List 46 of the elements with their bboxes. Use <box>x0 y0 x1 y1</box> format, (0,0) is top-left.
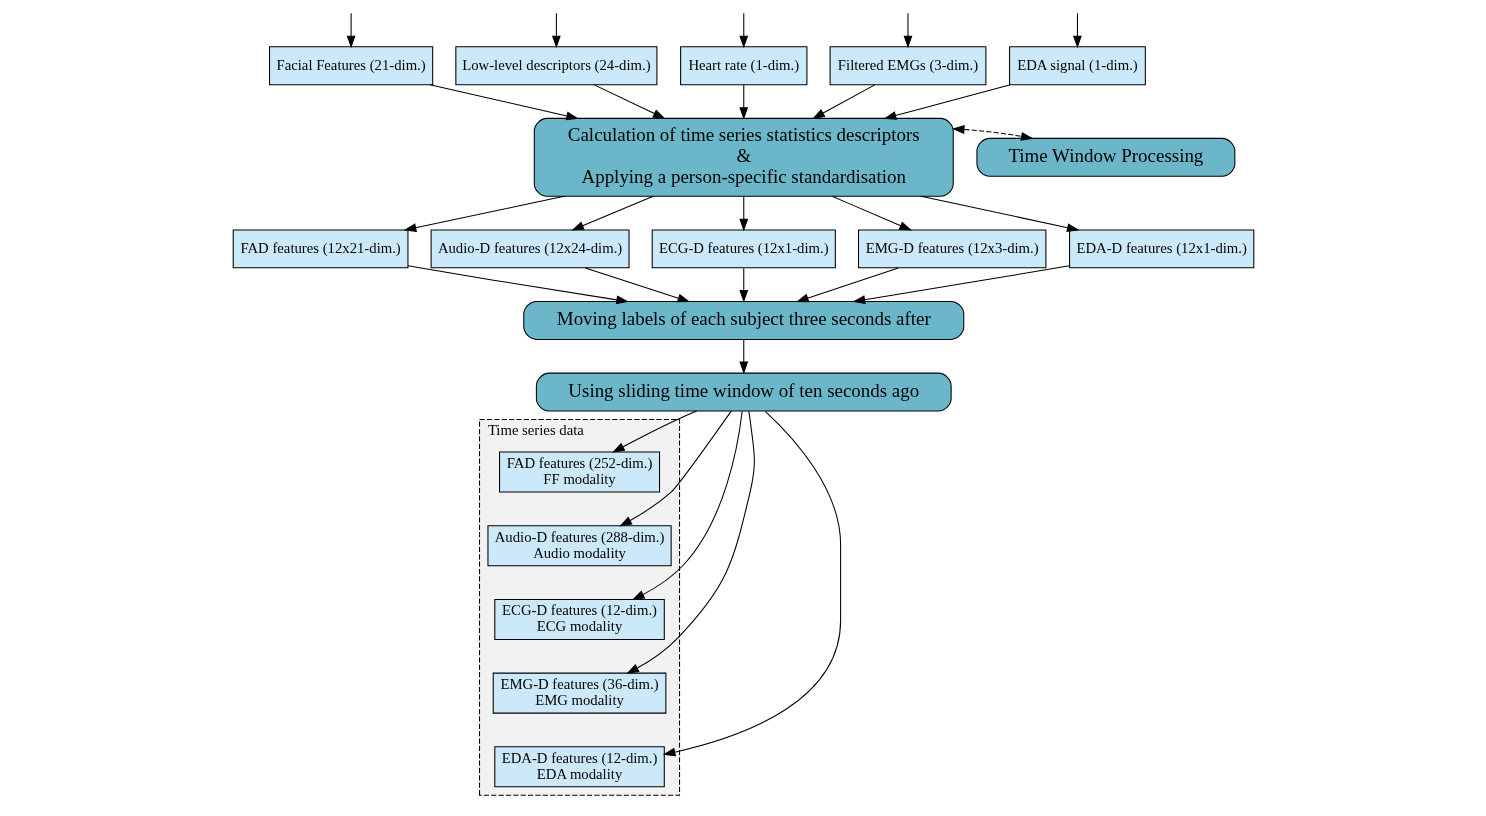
arrow <box>738 84 748 120</box>
arrow <box>551 12 561 49</box>
node-box: EDA signal (1-dim.) <box>1008 46 1146 86</box>
node-box: FAD features (12x21-dim.) <box>232 229 408 269</box>
node-box: Filtered EMGs (3-dim.) <box>829 46 986 86</box>
arrow <box>570 195 654 231</box>
arrow <box>951 125 1034 141</box>
node-box: EMG-D features (36-dim.) EMG modality <box>492 672 666 714</box>
node-box: Audio-D features (288-dim.) Audio modality <box>486 525 672 567</box>
node-box: Calculation of time series statistics descriptors & Applying a person-specific standardisation <box>533 117 954 197</box>
node-box: Heart rate (1-dim.) <box>679 46 807 86</box>
node-box: Moving labels of each subject three seconds after <box>522 301 964 340</box>
arrow <box>403 195 565 232</box>
arrow <box>625 410 755 674</box>
arrow <box>584 267 690 303</box>
arrow <box>618 410 732 527</box>
arrow <box>662 410 841 757</box>
node-box: FAD features (252-dim.) FF modality <box>498 451 660 493</box>
arrow <box>811 84 875 119</box>
node-box: EDA-D features (12-dim.) EDA modality <box>493 746 665 788</box>
arrow <box>1072 12 1082 49</box>
arrow <box>831 195 912 231</box>
arrow <box>611 410 697 453</box>
arrow <box>738 267 748 303</box>
node-box: ECG-D features (12x1-dim.) <box>651 229 836 269</box>
arrow <box>631 410 743 601</box>
node-box: EMG-D features (12x3-dim.) <box>857 229 1046 269</box>
arrow <box>903 12 912 49</box>
arrow <box>852 265 1070 305</box>
node-box: Low-level descriptors (24-dim.) <box>454 46 657 86</box>
node-box: Facial Features (21-dim.) <box>268 46 433 86</box>
node-box: ECG-D features (12-dim.) ECG modality <box>493 598 665 640</box>
node-box: Audio-D features (12x24-dim.) <box>430 229 630 269</box>
arrow <box>738 339 748 375</box>
arrow <box>406 265 629 305</box>
node-box: Time Window Processing <box>975 137 1235 177</box>
arrow <box>795 267 899 303</box>
arrow <box>738 195 748 232</box>
arrow <box>346 12 356 49</box>
arrow <box>919 195 1080 232</box>
arrow <box>883 84 1011 120</box>
node-box: Using sliding time window of ten seconds ago <box>535 372 952 412</box>
arrow <box>738 12 748 49</box>
arrow <box>429 84 579 121</box>
arrow <box>593 84 666 119</box>
node-box: EDA-D features (12x1-dim.) <box>1068 229 1254 269</box>
